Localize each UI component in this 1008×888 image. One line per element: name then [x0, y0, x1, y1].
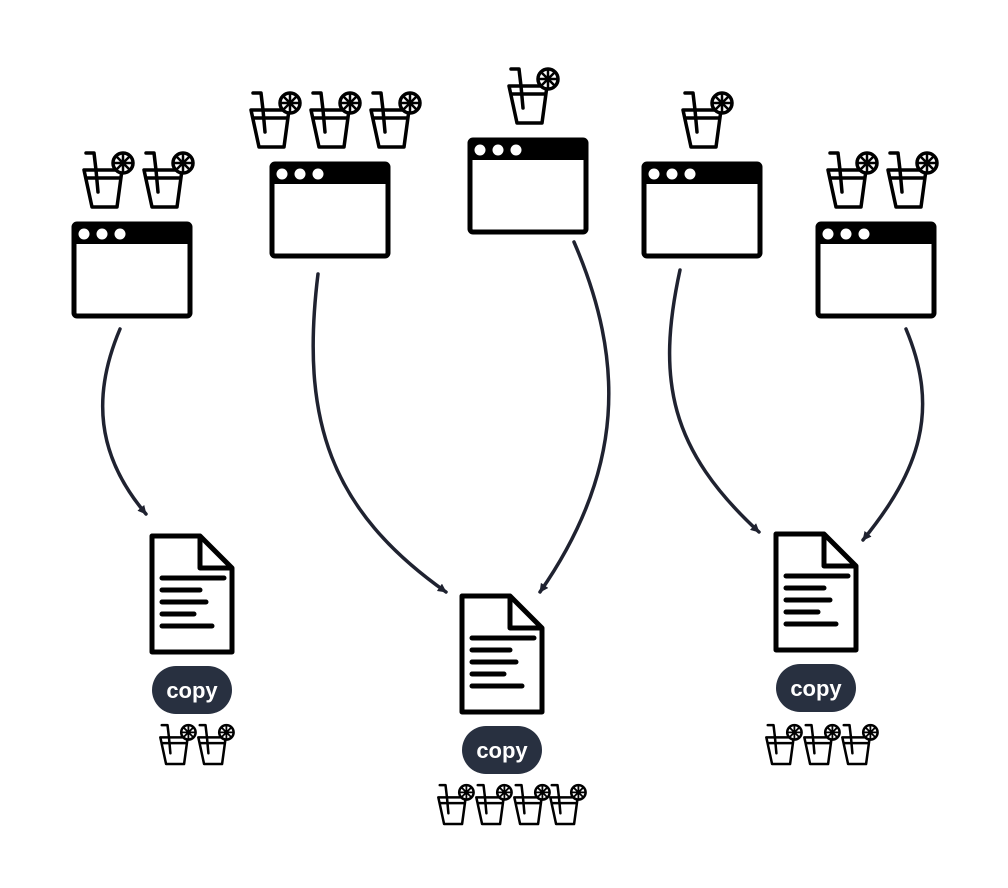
copy-badge-label: copy [476, 738, 528, 763]
arrow-window-5-to-document-3 [861, 327, 925, 542]
document-icon [459, 593, 545, 715]
copy-badge: copy [776, 664, 856, 712]
source-window-3 [467, 67, 589, 235]
source-windows-layer [71, 67, 939, 319]
browser-window-icon [269, 161, 391, 259]
lemonade-glass-icon [309, 91, 362, 149]
copy-badge: copy [152, 666, 232, 714]
lemonade-glass-icon [507, 67, 560, 125]
lemonade-glass-icon [803, 723, 841, 766]
document-icon [149, 533, 235, 655]
browser-window-icon [641, 161, 763, 259]
arrow-window-4-to-document-3 [667, 268, 761, 534]
document-icon [773, 531, 859, 653]
lemonade-glass-icon [142, 151, 195, 209]
document-2: copy [437, 593, 587, 826]
lemonade-glass-icon [886, 151, 939, 209]
document-3: copy [765, 531, 879, 766]
lemonade-glass-icon [82, 151, 135, 209]
lemonade-glass-icon [475, 783, 513, 826]
browser-window-icon [71, 221, 193, 319]
arrow-window-1-to-document-1 [100, 327, 148, 516]
browser-window-icon [815, 221, 937, 319]
document-1: copy [149, 533, 235, 766]
lemonade-glass-icon [549, 783, 587, 826]
source-window-1 [71, 151, 195, 319]
lemonade-glass-icon [159, 723, 197, 766]
arrow-window-3-to-document-2 [538, 240, 611, 594]
arrows-layer [100, 240, 925, 594]
lemonade-glass-icon [681, 91, 734, 149]
source-window-4 [641, 91, 763, 259]
lemonade-glass-icon [437, 783, 475, 826]
lemonade-glass-icon [197, 723, 235, 766]
lemonade-glass-icon [513, 783, 551, 826]
documents-layer: copy copy copy [149, 531, 879, 826]
copy-badge-label: copy [166, 678, 218, 703]
source-window-2 [249, 91, 422, 259]
lemonade-glass-icon [826, 151, 879, 209]
source-window-5 [815, 151, 939, 319]
arrow-window-2-to-document-2 [311, 272, 448, 594]
lemonade-glass-icon [369, 91, 422, 149]
copy-badge: copy [462, 726, 542, 774]
lemonade-glass-icon [249, 91, 302, 149]
lemonade-glass-icon [841, 723, 879, 766]
lemonade-glass-icon [765, 723, 803, 766]
browser-window-icon [467, 137, 589, 235]
copy-badge-label: copy [790, 676, 842, 701]
